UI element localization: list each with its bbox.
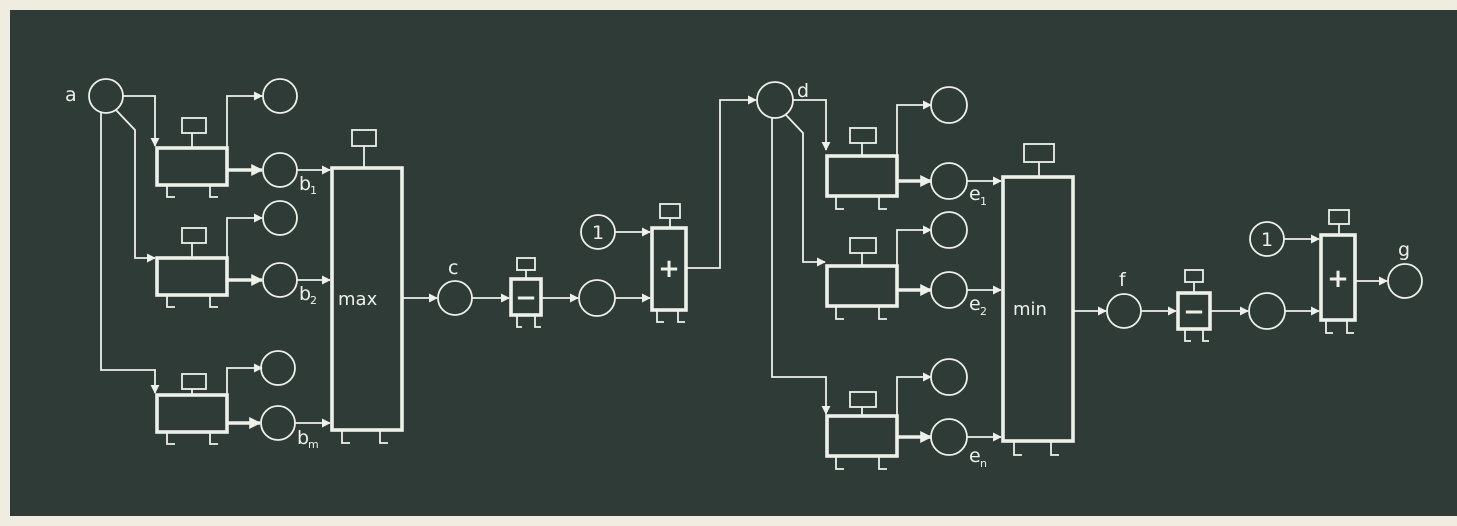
svg-text:e: e	[969, 293, 981, 315]
node-e1	[930, 162, 968, 200]
svg-text:e: e	[969, 183, 981, 205]
svg-text:1: 1	[1261, 229, 1273, 251]
svg-text:−: −	[515, 283, 537, 313]
edge-a-unitm	[100, 112, 160, 394]
svg-text:b: b	[297, 427, 309, 449]
edge-a-unit1	[123, 95, 160, 147]
minus-block-1: −	[509, 257, 543, 328]
edge-d-unitn	[771, 118, 831, 415]
node-b2	[262, 262, 298, 298]
unit-en	[825, 391, 899, 470]
svg-text:n: n	[980, 457, 987, 470]
unit-e2	[825, 237, 899, 320]
svg-text:1: 1	[592, 222, 604, 244]
node-f	[1106, 293, 1142, 329]
svg-text:g: g	[1398, 239, 1410, 261]
svg-text:e: e	[969, 445, 981, 467]
min-block: min	[1001, 143, 1075, 456]
svg-text:−: −	[1183, 297, 1205, 327]
node-c	[437, 280, 473, 316]
unit-e1	[825, 127, 899, 210]
node-en	[930, 418, 968, 456]
node-g	[1387, 263, 1423, 299]
max-block: max	[330, 129, 404, 444]
edge-d-unit1	[793, 99, 831, 151]
svg-text:2: 2	[310, 294, 317, 307]
node-a	[88, 78, 124, 114]
plus-block-1: +	[650, 203, 688, 323]
plus-block-2: +	[1319, 209, 1357, 334]
min-label: min	[1013, 299, 1047, 320]
svg-text:+: +	[658, 254, 680, 284]
svg-text:+: +	[1327, 264, 1349, 294]
node-bm	[260, 405, 296, 441]
svg-text:2: 2	[980, 305, 987, 318]
svg-text:m: m	[308, 438, 319, 451]
svg-text:1: 1	[310, 184, 317, 197]
svg-text:b: b	[299, 173, 311, 195]
node-e2	[930, 271, 968, 309]
unit-2	[155, 227, 229, 308]
unit-m	[155, 373, 229, 445]
label-a: a	[65, 84, 77, 106]
svg-text:d: d	[797, 80, 809, 102]
unit-1	[155, 117, 229, 198]
max-label: max	[338, 289, 378, 310]
node-d	[756, 81, 794, 119]
edge-d-unit2	[785, 114, 826, 267]
edge-plus-to-d	[686, 95, 757, 269]
node-b1	[262, 152, 298, 188]
svg-text:b: b	[299, 283, 311, 305]
minus-block-2: −	[1176, 269, 1212, 342]
svg-text:f: f	[1119, 269, 1127, 291]
svg-text:c: c	[448, 257, 458, 279]
diagram-board	[10, 10, 1457, 516]
edge-a-unit2	[115, 109, 156, 263]
svg-text:1: 1	[980, 195, 987, 208]
